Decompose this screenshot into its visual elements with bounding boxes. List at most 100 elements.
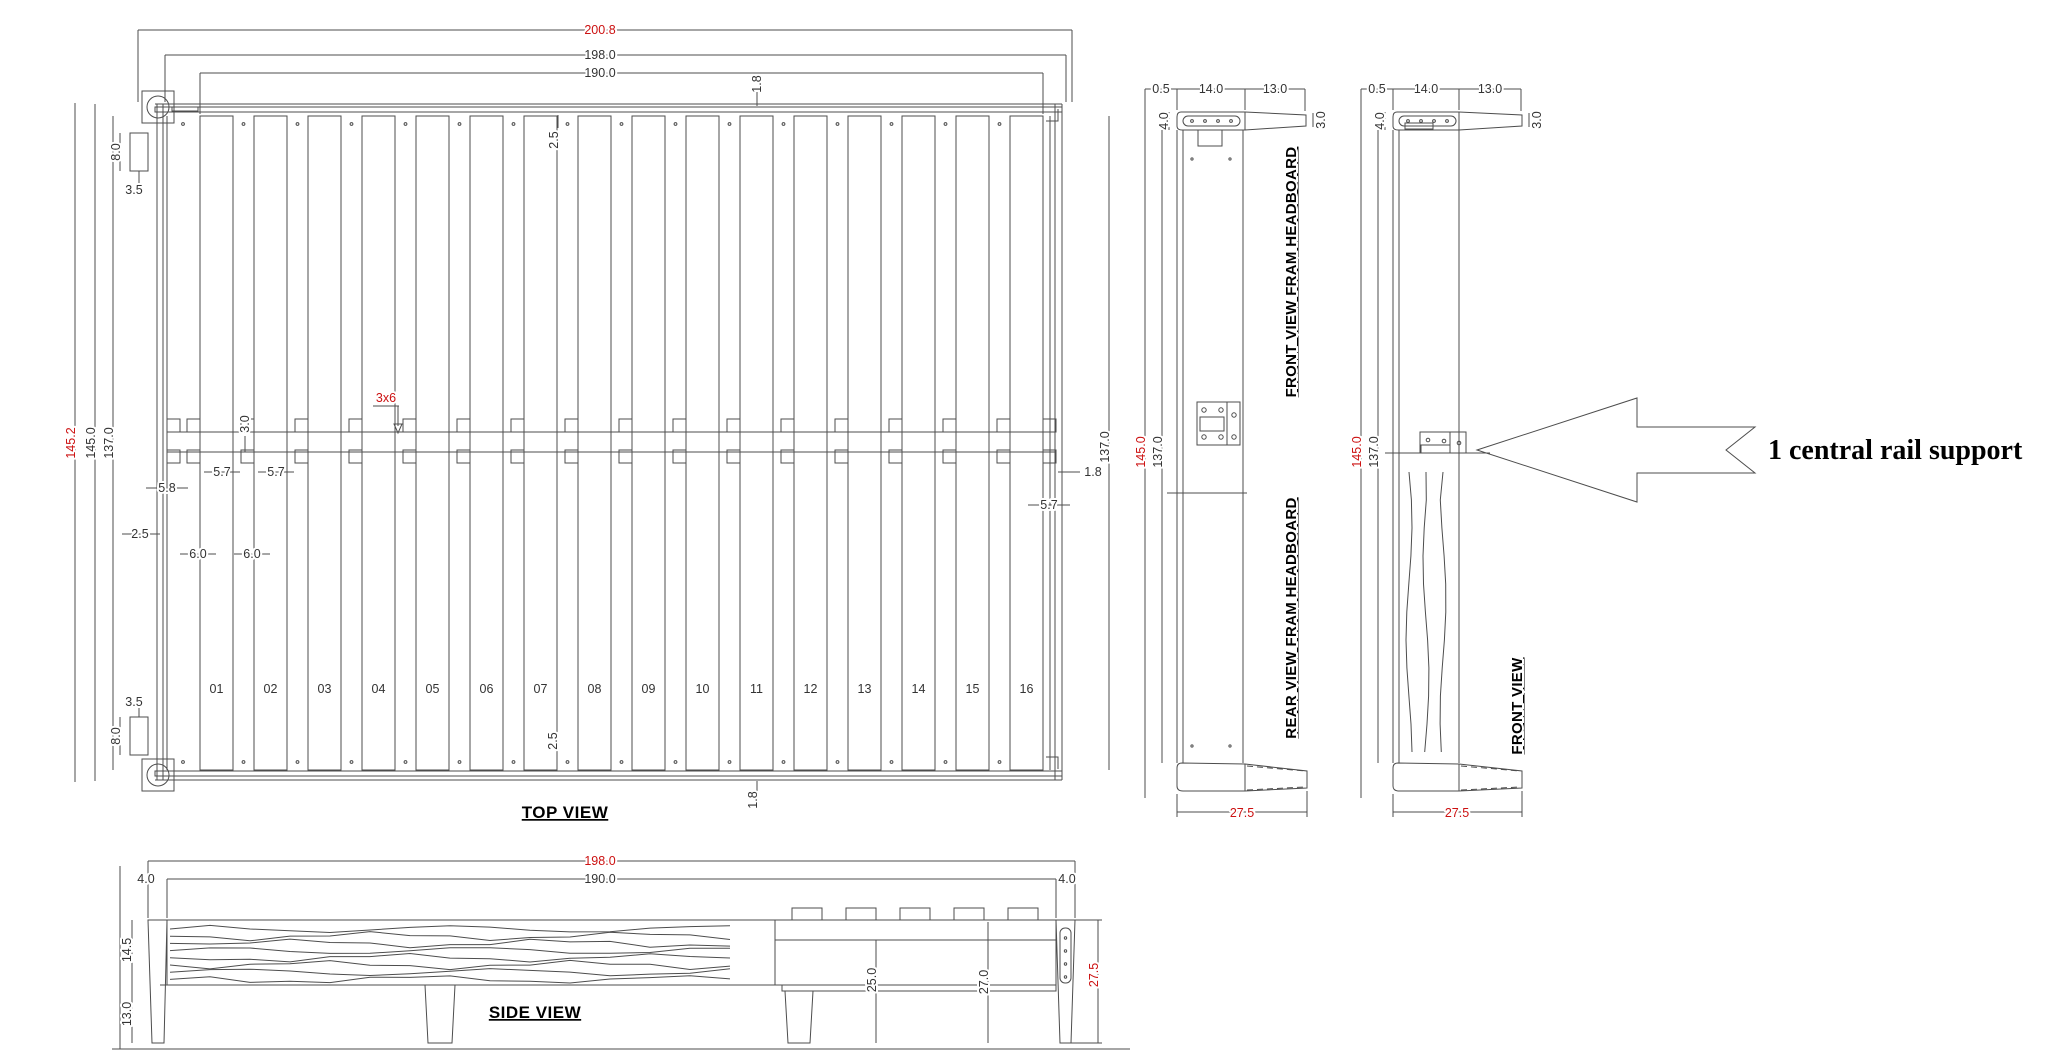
slat-section	[899, 907, 931, 921]
red-joint-mark	[171, 106, 199, 112]
slat-number: 08	[588, 682, 602, 696]
dim-notch-width: 3.0	[238, 415, 252, 432]
red-dot	[565, 122, 570, 126]
front-view-label: FRONT VIEW	[1509, 657, 1526, 755]
notch-tab	[726, 449, 741, 464]
dim-tenon-offset-top: 3.5	[125, 183, 142, 197]
side-view-title: SIDE VIEW	[489, 1003, 582, 1022]
red-dot	[619, 760, 624, 764]
slat	[361, 115, 396, 771]
slat	[523, 115, 558, 771]
dim-tenon-height-bottom: 8.0	[109, 727, 123, 744]
red-dot	[241, 122, 246, 126]
notch-tab	[672, 449, 687, 464]
notch-tab	[564, 449, 579, 464]
notch-tab	[888, 449, 903, 464]
red-dot	[781, 760, 786, 764]
slat-number: 05	[426, 682, 440, 696]
wood-grain-line	[1422, 471, 1430, 753]
tenon-top-left	[129, 132, 149, 172]
slat-number: 16	[1020, 682, 1034, 696]
dim-tenon-height-top: 8.0	[109, 143, 123, 160]
red-dot	[835, 122, 840, 126]
dim-overall-height: 145.2	[64, 427, 78, 458]
dim-fv-inner-height: 137.0	[1367, 436, 1381, 467]
slat-number: 10	[696, 682, 710, 696]
notch-tab	[672, 418, 687, 433]
dim-hb-cap-height: 4.0	[1157, 112, 1171, 129]
notch-tab	[294, 418, 309, 433]
slat	[307, 115, 342, 771]
dim-notch-gap-57a: 5.7	[213, 465, 230, 479]
post-cap	[1392, 111, 1523, 131]
dim-rail-thickness-bottom: 1.8	[746, 791, 760, 808]
slat	[793, 115, 828, 771]
leg	[1055, 919, 1076, 1044]
post-foot	[1392, 762, 1523, 792]
notch-tab	[348, 449, 363, 464]
notch-tab	[186, 418, 201, 433]
side-view: 198.0 190.0 4.0 4.0 14.5	[112, 852, 1130, 1050]
red-dot	[457, 122, 462, 126]
dim-hb-edge-gap: 0.5	[1152, 82, 1169, 96]
notch-tab	[942, 449, 957, 464]
wood-grain-line	[169, 952, 731, 963]
slat-number: 13	[858, 682, 872, 696]
red-arrowhead	[393, 423, 403, 435]
notch-tab	[996, 418, 1011, 433]
slat-number: 04	[372, 682, 386, 696]
headboard-frame-view: 0.5 14.0 13.0 4.0 3.0 145.0 137.0	[1132, 80, 1330, 822]
front-view: 0.5 14.0 13.0 4.0 3.0 145.0 137.0	[1348, 80, 1546, 822]
slat	[739, 115, 774, 771]
notch-tab	[510, 449, 525, 464]
post-wood-grain	[1405, 471, 1447, 753]
red-bolt-slot	[1398, 115, 1457, 127]
leg	[424, 984, 456, 1044]
slat-section	[953, 907, 985, 921]
notch-tab	[402, 449, 417, 464]
dim-notch-gap-58: 5.8	[158, 481, 175, 495]
dim-fv-post-width: 14.0	[1414, 82, 1438, 96]
red-dot	[403, 122, 408, 126]
dim-slat-span: 190.0	[584, 66, 615, 80]
red-dot	[181, 760, 185, 764]
notch-tab	[780, 418, 795, 433]
dim-sv-frame-width: 198.0	[584, 854, 615, 868]
dim-sv-support-height: 25.0	[865, 968, 879, 992]
dim-hb-cap-end-height: 3.0	[1314, 111, 1328, 128]
slat-number: 09	[642, 682, 656, 696]
hatched-rail-section	[1197, 129, 1223, 147]
red-dot	[727, 760, 732, 764]
red-dot	[349, 760, 354, 764]
dim-rail-thickness-top: 1.8	[750, 75, 764, 92]
slat-number: 11	[750, 682, 763, 696]
central-rail-side	[781, 984, 1057, 992]
headboard-rear-label: REAR VIEW FRAM HEADBOARD	[1283, 497, 1300, 738]
dim-slat-gap-60b: 6.0	[243, 547, 260, 561]
dim-frame-height: 145.0	[84, 427, 98, 458]
top-rail	[154, 106, 1063, 113]
notch-tab	[240, 449, 255, 464]
notch-tab	[510, 418, 525, 433]
slat-number: 14	[912, 682, 926, 696]
dim-notch-gap-57b: 5.7	[267, 465, 284, 479]
red-dot	[619, 122, 624, 126]
dim-edge-gap-25: 2.5	[131, 527, 148, 541]
red-dot	[835, 760, 840, 764]
red-dot	[997, 760, 1002, 764]
red-dot	[181, 122, 185, 126]
red-dot	[295, 760, 300, 764]
rail-wood-grain	[169, 924, 731, 984]
dim-tenon-offset-bottom: 3.5	[125, 695, 142, 709]
wood-grain-line	[169, 924, 731, 934]
red-dot	[727, 122, 732, 126]
slat	[469, 115, 504, 771]
red-dot	[673, 760, 678, 764]
notch-tab	[186, 449, 201, 464]
dim-hb-foot-width: 27.5	[1230, 806, 1254, 820]
top-view-title: TOP VIEW	[522, 803, 609, 822]
dim-fv-overall-height: 145.0	[1350, 436, 1364, 467]
